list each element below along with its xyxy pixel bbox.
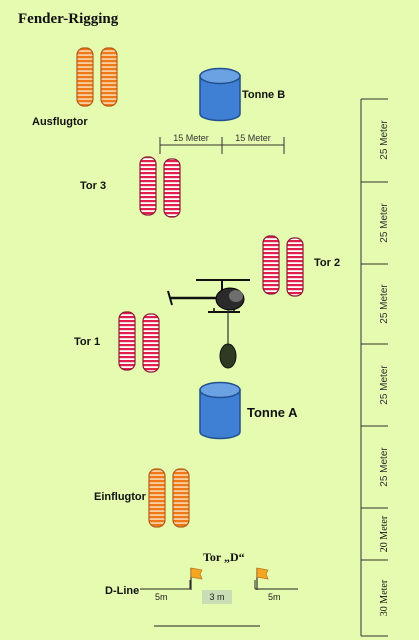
- measure-15m-left: 15 Meter: [173, 133, 209, 143]
- einflugtor-label: Einflugtor: [94, 491, 147, 503]
- tonne-a-label: Tonne A: [247, 405, 298, 420]
- d-line-measure-center: 3 m: [209, 592, 224, 602]
- diagram-title: Fender-Rigging: [18, 11, 119, 27]
- d-line-measure-right: 5m: [268, 592, 281, 602]
- d-line-label: D-Line: [105, 585, 139, 597]
- tonne-b-barrel: [199, 67, 241, 122]
- fender-icon: [219, 343, 237, 369]
- tonne-a-barrel: [199, 381, 241, 440]
- vertical-measure-6: 20 Meter: [379, 515, 390, 552]
- horizontal-measure: [159, 137, 285, 154]
- tor-2-label: Tor 2: [314, 257, 340, 269]
- tor-1-gate: [118, 311, 160, 373]
- flag-icon: [190, 567, 203, 590]
- tor-3-label: Tor 3: [80, 180, 106, 192]
- vertical-measure-1: 25 Meter: [379, 120, 390, 160]
- d-line-measure-left: 5m: [155, 592, 168, 602]
- tor-3-gate: [139, 156, 181, 218]
- ausflugtor-label: Ausflugtor: [32, 116, 88, 128]
- tor-d-label: Tor „D“: [203, 550, 245, 564]
- vertical-ruler: [360, 98, 388, 637]
- d-line-center-box: [202, 590, 232, 604]
- helicopter-icon: [167, 279, 250, 344]
- measure-15m-right: 15 Meter: [235, 133, 271, 143]
- vertical-measure-5: 25 Meter: [379, 447, 390, 487]
- tor-1-label: Tor 1: [74, 336, 100, 348]
- vertical-measure-7: 30 Meter: [379, 579, 390, 616]
- vertical-measure-3: 25 Meter: [379, 284, 390, 324]
- vertical-measure-2: 25 Meter: [379, 203, 390, 243]
- flag-icon: [256, 567, 269, 590]
- ausflugtor-gate: [76, 47, 118, 107]
- vertical-measure-4: 25 Meter: [379, 365, 390, 405]
- tonne-b-label: Tonne B: [242, 89, 285, 101]
- einflugtor-gate: [148, 468, 190, 528]
- d-line: [140, 580, 298, 590]
- tor-2-gate: [262, 235, 304, 297]
